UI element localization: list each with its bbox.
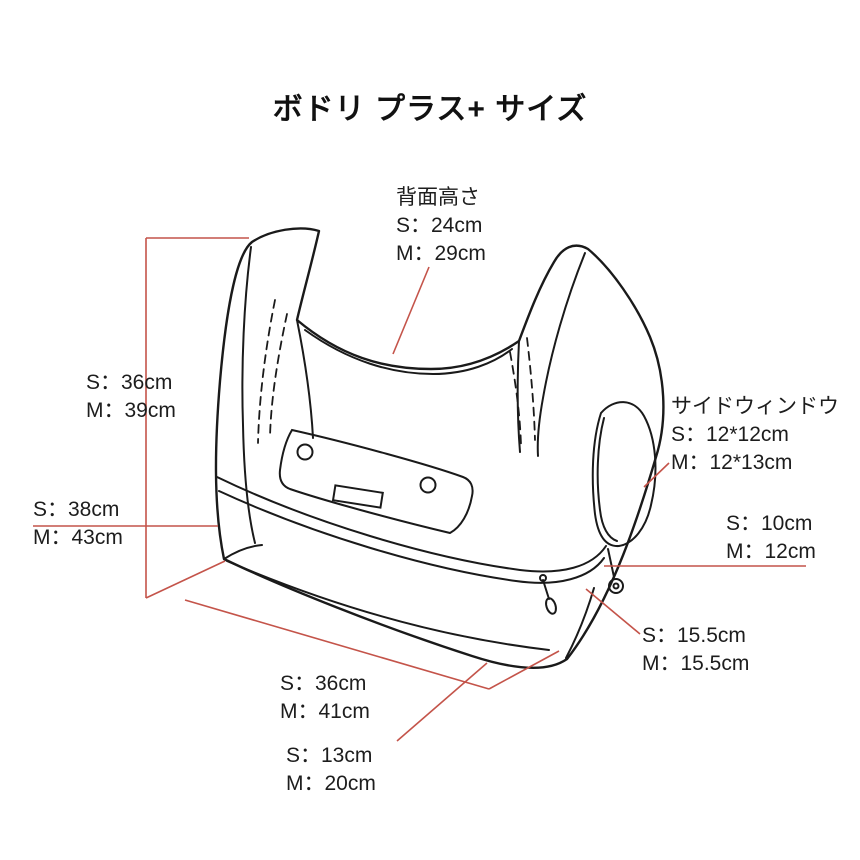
dim-left-width-m: M：43cm <box>33 526 123 549</box>
dim-back-height-label: 背面高さ <box>396 186 480 209</box>
flap-rivet-right <box>419 476 437 494</box>
flap-label-patch <box>331 484 384 509</box>
dim-bottom-width: S：36cm M：41cm <box>280 670 370 726</box>
left-strap-edge <box>296 319 314 439</box>
dim-side-window-m: M：12*13cm <box>671 451 793 474</box>
side-window-pull <box>608 578 624 594</box>
dim-right-depth-m: M：12cm <box>726 540 816 563</box>
main-zipper-pull-cord <box>542 579 550 600</box>
dim-back-height-s: S：24cm <box>396 214 483 237</box>
right-strap-stitch-2 <box>526 337 536 441</box>
front-flap <box>278 428 474 535</box>
dim-bottom-depth: S：13cm M：20cm <box>286 742 376 798</box>
main-zipper-pull <box>545 597 557 615</box>
bottom-depth-leader <box>396 662 488 742</box>
right-edge-leader <box>585 588 641 635</box>
dim-bottom-width-m: M：41cm <box>280 700 370 723</box>
right-strap-stitch <box>509 351 522 446</box>
dim-left-height: S：36cm M：39cm <box>86 369 176 425</box>
dim-left-height-s: S：36cm <box>86 371 173 394</box>
right-crease <box>536 252 586 457</box>
main-zipper-bottom <box>218 490 605 584</box>
left-strap-stitch-2 <box>257 299 276 444</box>
dim-right-edge-m: M：15.5cm <box>642 652 750 675</box>
left-crease <box>241 246 256 544</box>
dim-left-width: S：38cm M：43cm <box>33 496 123 552</box>
dim-back-height: 背面高さ S：24cm M：29cm <box>396 184 486 268</box>
dim-bottom-depth-m: M：20cm <box>286 772 376 795</box>
dimension-lines <box>33 237 806 742</box>
bottom-left-corner <box>223 544 263 560</box>
dim-right-depth-s: S：10cm <box>726 512 813 535</box>
back-panel-rim <box>304 329 513 376</box>
side-window-outline <box>591 401 657 548</box>
page-title: ボドリ プラス+ サイズ <box>272 93 588 126</box>
dim-back-height-m: M：29cm <box>396 242 486 265</box>
dim-left-height-m: M：39cm <box>86 399 176 422</box>
dim-side-window-label: サイドウィンドウ <box>671 395 839 418</box>
flap-rivet-left <box>296 443 314 461</box>
main-zipper-top <box>216 476 607 573</box>
left-strap-stitch <box>269 313 288 438</box>
dim-left-width-s: S：38cm <box>33 498 120 521</box>
side-window-zip-track <box>596 417 618 542</box>
dim-side-window-s: S：12*12cm <box>671 423 789 446</box>
dim-right-edge-s: S：15.5cm <box>642 624 746 647</box>
bag-outline <box>214 227 665 669</box>
bottom-width-tick <box>488 650 560 690</box>
side-window-leader <box>643 462 670 488</box>
side-window-pull-hole <box>612 582 620 590</box>
side-window-pull-cord <box>607 548 615 578</box>
dim-bottom-width-s: S：36cm <box>280 672 367 695</box>
dim-side-window: サイドウィンドウ S：12*12cm M：12*13cm <box>671 393 839 477</box>
back-height-leader <box>392 266 430 355</box>
dim-bottom-depth-s: S：13cm <box>286 744 373 767</box>
dim-right-edge: S：15.5cm M：15.5cm <box>642 622 749 678</box>
left-height-bottom-tick <box>145 560 226 599</box>
bottom-width-line <box>184 599 490 690</box>
bottom-seam <box>226 560 550 651</box>
dim-right-depth: S：10cm M：12cm <box>726 510 816 566</box>
